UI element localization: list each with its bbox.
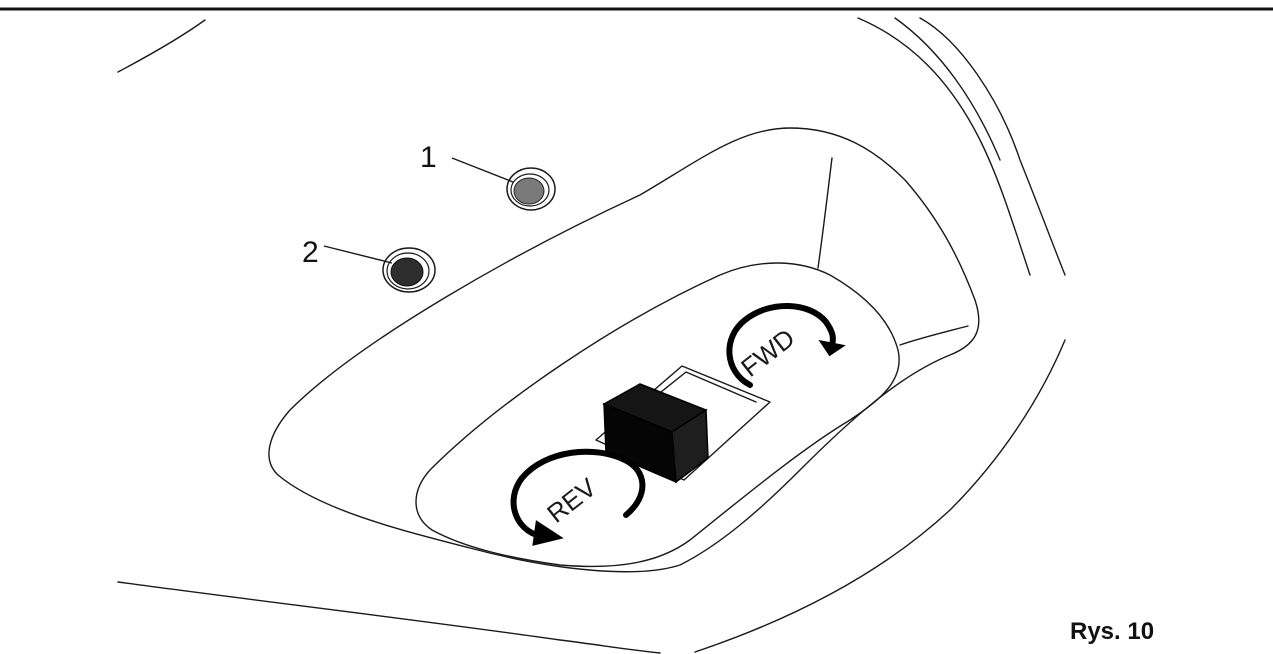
recess-outer-rim xyxy=(268,127,980,573)
figure-caption: Rys. 10 xyxy=(1070,618,1155,645)
indicator-light-1 xyxy=(506,167,556,211)
direction-switch-knob[interactable] xyxy=(602,383,709,484)
housing-outline-top-right xyxy=(857,17,1031,276)
callout-number-2: 2 xyxy=(302,236,319,269)
housing-outline-top-left xyxy=(117,19,206,73)
reverse-arrow-icon xyxy=(510,448,646,546)
forward-label: FWD xyxy=(735,323,800,383)
housing-outline-right-lower xyxy=(694,339,1066,653)
recess-edge-right xyxy=(899,325,969,346)
indicator-light-2 xyxy=(382,247,436,293)
reverse-label: REV xyxy=(541,472,602,529)
housing-outline-bottom xyxy=(117,581,661,654)
recess-edge-top xyxy=(817,157,833,269)
callout-number-1: 1 xyxy=(420,141,437,174)
housing-outline-right-inner xyxy=(894,17,1001,161)
callout-leader-1 xyxy=(451,157,514,183)
switch-plate xyxy=(415,262,900,568)
forward-arrow-icon xyxy=(726,303,846,388)
callout-leader-2 xyxy=(323,245,393,264)
housing-outline-right-edge xyxy=(919,17,1066,276)
